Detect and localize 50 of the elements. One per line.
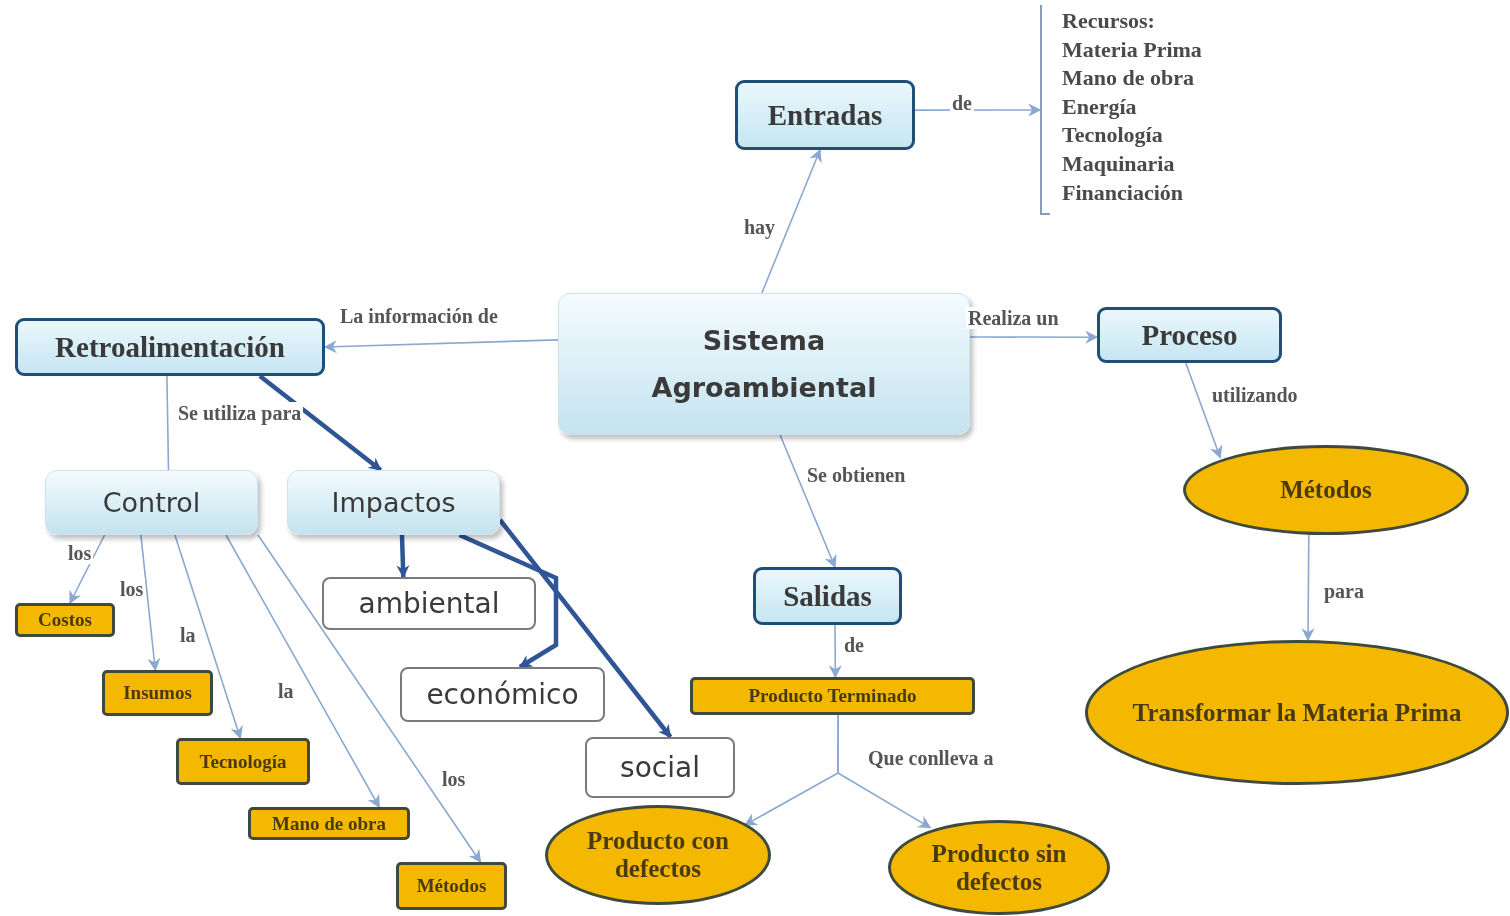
concept-box: Entradas <box>735 80 915 150</box>
edge-label: Realiza un <box>966 307 1061 329</box>
connector-line <box>166 375 170 471</box>
arrow <box>69 534 106 605</box>
list-item: Financiación <box>1062 178 1183 207</box>
arrow <box>396 534 410 579</box>
concept-box: ambiental <box>322 577 536 630</box>
list-item: Maquinaria <box>1062 149 1175 178</box>
concept-box: económico <box>400 667 605 722</box>
concept-box: Tecnología <box>176 738 310 785</box>
arrow <box>174 534 243 740</box>
arrow <box>323 339 559 354</box>
concept-box: Costos <box>15 603 115 637</box>
list-item: Tecnología <box>1062 121 1163 150</box>
arrow <box>1185 362 1223 459</box>
concept-ellipse: Producto sin defectos <box>888 820 1110 915</box>
concept-box: Métodos <box>396 862 507 910</box>
concept-box: Insumos <box>102 670 213 716</box>
arrow <box>969 330 1099 344</box>
concept-box: Control <box>45 470 258 535</box>
arrow <box>257 534 482 864</box>
concept-ellipse: Métodos <box>1183 445 1469 535</box>
concept-box: social <box>585 737 735 798</box>
arrow <box>1301 534 1315 642</box>
concept-ellipse: Transformar la Materia Prima <box>1085 640 1509 785</box>
arrow <box>258 374 383 472</box>
edge-label: hay <box>742 216 778 238</box>
concept-box: Producto Terminado <box>690 677 975 715</box>
concept-box: Proceso <box>1097 307 1282 363</box>
arrow <box>828 624 842 679</box>
concept-box: Impactos <box>287 470 500 535</box>
edge-label: Que conlleva a <box>866 747 996 769</box>
edge-label: Se utiliza para <box>176 402 304 424</box>
list-item: Materia Prima <box>1062 35 1202 64</box>
list-item: Recursos: <box>1062 7 1155 35</box>
concept-box: Retroalimentación <box>15 318 325 376</box>
list-item: Energía <box>1062 92 1137 121</box>
concept-box: Salidas <box>753 567 902 625</box>
concept-ellipse: Producto con defectos <box>545 805 771 905</box>
edge-label: los <box>66 542 94 564</box>
arrow <box>761 148 822 294</box>
arrow <box>914 103 1042 117</box>
arrow <box>225 534 380 809</box>
arrow <box>498 518 673 739</box>
arrow <box>837 714 932 829</box>
edge-label: de <box>950 92 974 114</box>
list-item: Mano de obra <box>1062 64 1194 93</box>
arrow <box>779 434 837 569</box>
concept-box: Mano de obra <box>248 807 410 840</box>
arrow <box>140 534 161 672</box>
